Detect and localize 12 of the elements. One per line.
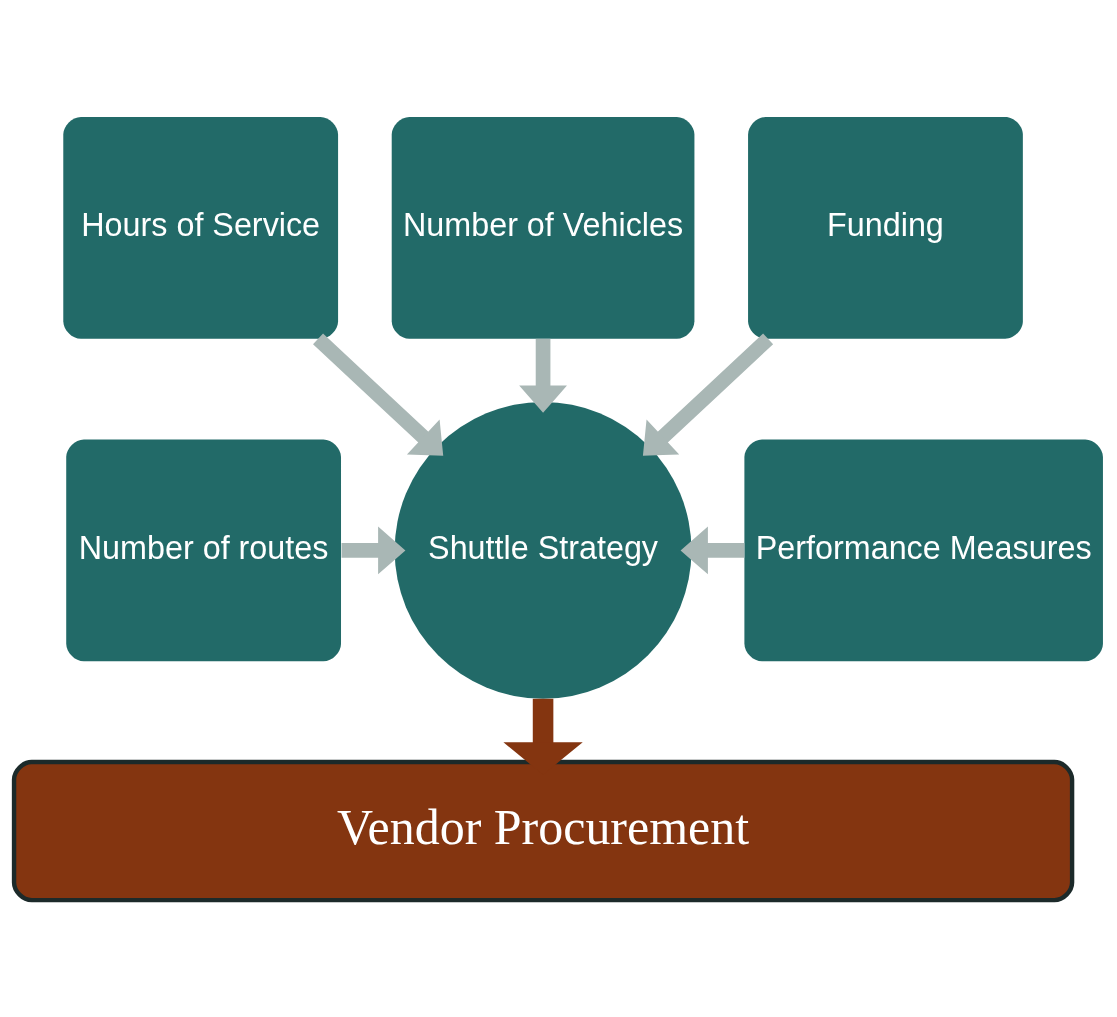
arrow [642, 333, 774, 456]
node-circle: Shuttle Strategy [394, 401, 692, 699]
arrow [680, 526, 745, 575]
node-box: Number of Vehicles [391, 116, 695, 339]
node-box: Vendor Procurement [11, 759, 1075, 903]
arrow [341, 526, 406, 575]
arrow [519, 338, 567, 413]
node-box: Number of routes [66, 439, 341, 662]
node-box: Hours of Service [63, 116, 339, 339]
arrow [313, 333, 444, 456]
node-box: Performance Measures [744, 439, 1103, 662]
node-box: Funding [748, 116, 1023, 339]
